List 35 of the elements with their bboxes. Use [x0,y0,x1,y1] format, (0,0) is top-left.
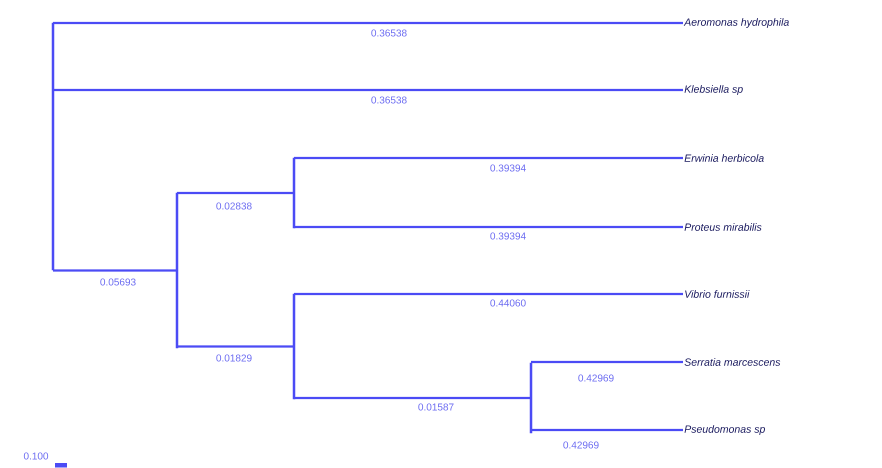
species-label: Vibrio furnissii [685,290,750,298]
edge-label: 0.05693 [98,277,138,287]
species-label: Klebsiella sp [684,85,743,95]
tree-branch [53,88,683,92]
tree-branch [294,226,683,228]
species-label: Pseudomonas sp [684,425,765,435]
tree-junction [292,294,296,400]
edge-label: 0.42969 [576,373,616,383]
tree-branch [531,428,683,432]
tree-junction [530,362,532,434]
edge-label: 0.39394 [488,231,528,241]
edge-label: 0.39394 [488,163,528,173]
tree-branch [294,292,683,296]
tree-branch [531,360,683,364]
edge-label: 0.44060 [488,298,528,308]
species-label: Erwinia herbicola [684,154,764,162]
edge-label: 0.02838 [214,201,254,211]
species-label: Serratia marcescens [684,358,780,366]
tree-branch [53,269,177,272]
tree-branch [177,345,294,348]
tree-branch [294,396,531,400]
edge-label: 0.36538 [370,95,408,105]
species-label: Proteus mirabilis [684,223,762,231]
tree-junction [292,158,296,228]
scale-label: 0.100 [24,452,48,460]
species-label: Aeromonas hydrophila [684,18,789,28]
edge-label: 0.01587 [416,402,456,412]
tree-branch [177,192,294,194]
tree-branch [53,22,683,24]
tree-branch [294,156,683,160]
tree-junction [176,192,178,348]
edge-label: 0.36538 [370,28,408,38]
tree-junction [52,22,54,270]
edge-label: 0.01829 [214,353,254,363]
edge-label: 0.42969 [562,440,600,450]
